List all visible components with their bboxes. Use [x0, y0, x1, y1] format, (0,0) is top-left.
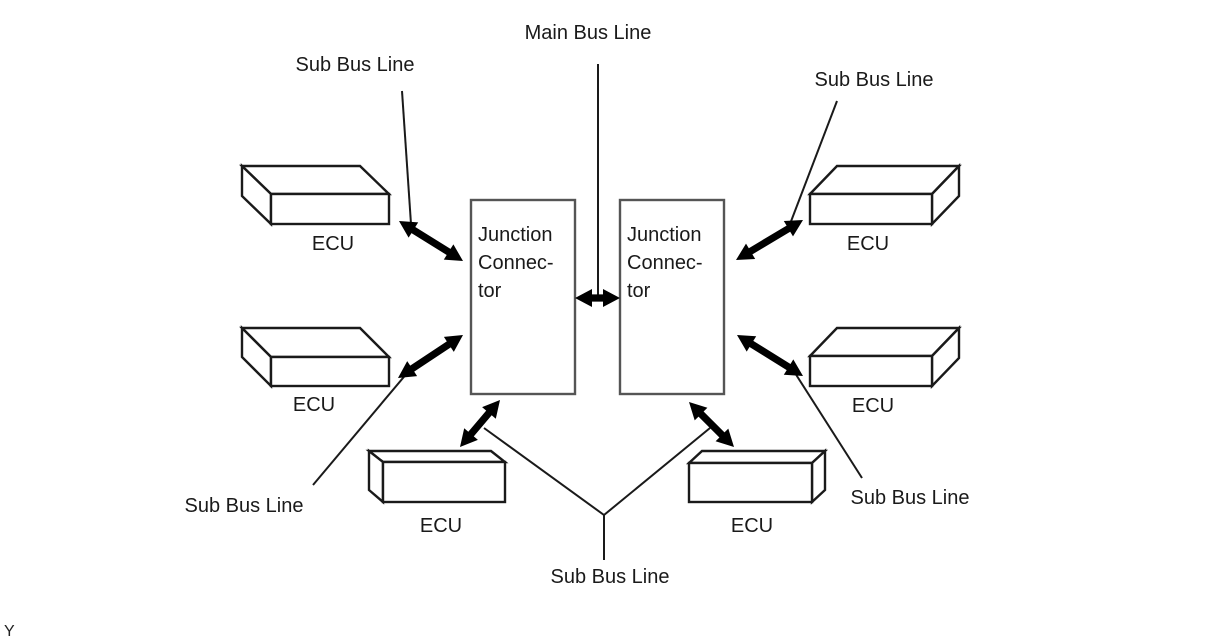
ecu-bottom-left-top-face	[365, 449, 509, 464]
main-bus-line-label: Main Bus Line	[525, 22, 652, 44]
arrow-ecu-left-upper	[399, 221, 463, 261]
sub-bus-line-label-top-right: Sub Bus Line	[815, 69, 934, 91]
arrow-ecu-right-lower	[737, 335, 803, 376]
ecu-left-upper-label: ECU	[312, 233, 354, 255]
ecu-bottom-right: ECU	[685, 448, 829, 537]
junction-connector-left-line3: tor	[478, 280, 502, 302]
junction-connector-right-line1: Junction	[627, 224, 702, 246]
ecu-right-upper-front-face	[808, 192, 934, 226]
junction-connector-left: Junction Connec- tor	[469, 198, 577, 396]
ecu-bottom-left: ECU	[365, 448, 509, 537]
sub-bus-leader-top-left	[401, 90, 412, 225]
sub-bus-leader-top-right	[789, 100, 838, 225]
ecu-right-upper-label: ECU	[847, 233, 889, 255]
junction-connector-right-line3: tor	[627, 280, 651, 302]
junction-connector-left-line1: Junction	[478, 224, 553, 246]
sub-bus-line-label-bottom-center: Sub Bus Line	[551, 566, 670, 588]
ecu-left-lower-front-face	[269, 355, 391, 388]
sub-bus-line-label-bottom-right: Sub Bus Line	[851, 487, 970, 509]
sub-bus-line-label-bottom-left: Sub Bus Line	[185, 495, 304, 517]
junction-connector-left-box	[469, 198, 577, 396]
arrow-ecu-left-lower	[398, 335, 463, 378]
sub-bus-line-label-top-left: Sub Bus Line	[296, 54, 415, 76]
sub-bus-leader-bottom-right	[794, 372, 863, 479]
ecu-left-lower: ECU	[239, 325, 392, 416]
ecu-right-lower-label: ECU	[852, 395, 894, 417]
junction-connector-left-line2: Connec-	[478, 252, 554, 274]
sub-bus-leader-bottom-v	[483, 427, 711, 517]
junction-connector-right-line2: Connec-	[627, 252, 703, 274]
bus-connection-arrows	[398, 220, 803, 447]
ecu-left-upper-front-face	[269, 192, 391, 226]
junction-connector-right-box	[618, 198, 726, 396]
ecu-bottom-right-label: ECU	[731, 515, 773, 537]
ecu-right-lower: ECU	[807, 325, 962, 417]
figure-id-label: Y	[4, 623, 15, 640]
ecu-right-upper: ECU	[807, 163, 962, 255]
ecu-right-lower-front-face	[808, 354, 934, 388]
ecu-bottom-left-front-face	[381, 460, 507, 504]
ecu-left-upper: ECU	[239, 163, 392, 255]
arrow-main-bus	[575, 289, 620, 307]
arrow-ecu-bottom-right	[689, 402, 734, 447]
sub-bus-leader-bottom-left	[312, 371, 409, 486]
ecu-left-lower-label: ECU	[293, 394, 335, 416]
arrow-ecu-right-upper	[736, 220, 803, 260]
ecu-bottom-right-front-face	[687, 461, 814, 504]
ecu-bottom-left-label: ECU	[420, 515, 462, 537]
arrow-ecu-bottom-left	[460, 400, 500, 447]
junction-connector-right: Junction Connec- tor	[618, 198, 726, 396]
ecu-bottom-right-top-face	[685, 449, 829, 465]
